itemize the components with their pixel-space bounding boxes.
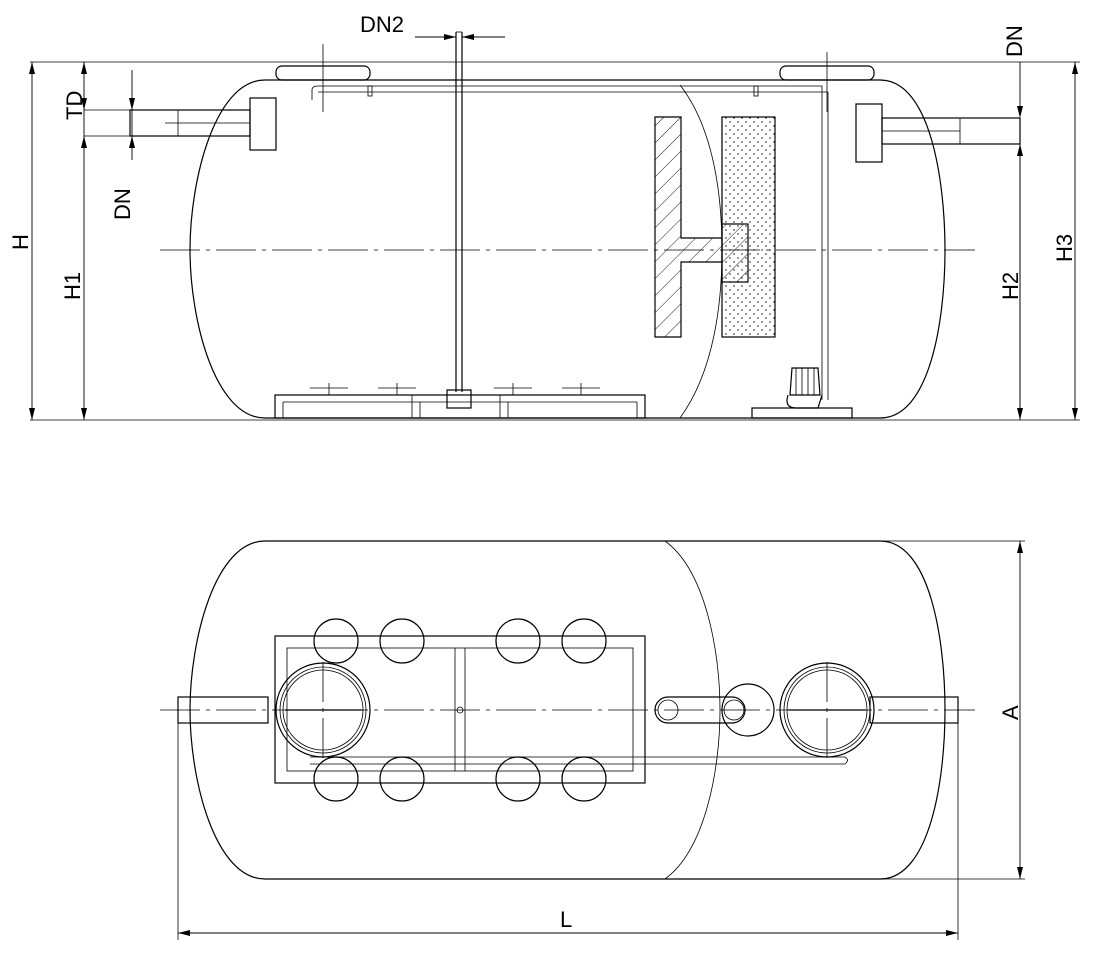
pump: [751, 367, 853, 419]
label-h1: H1: [60, 272, 85, 300]
h1-dimension: [81, 62, 130, 420]
tank-body-side: [189, 79, 946, 419]
return-pipe: [310, 756, 848, 765]
vent-pipe: [311, 85, 823, 400]
h-dimension: [29, 62, 35, 420]
diffuser-frame: [274, 383, 646, 419]
dn2-dimension: [415, 34, 505, 40]
pump-top: [654, 683, 775, 737]
h3-dimension: [1072, 62, 1078, 420]
td-dn-dimension: [81, 62, 135, 160]
label-h3: H3: [1052, 234, 1077, 262]
tank-body-top: [189, 540, 946, 880]
manhole-right-top: [779, 662, 875, 758]
label-dn2: DN2: [360, 12, 404, 37]
label-h: H: [8, 234, 33, 250]
label-dn-left: DN: [110, 188, 135, 220]
aeration-riser: [446, 31, 472, 409]
inlet-pipe: [129, 97, 277, 151]
side-view: DN2 DN H H1: [8, 12, 1080, 421]
manhole-left-top: [275, 662, 371, 758]
outlet-pipe: [855, 103, 1021, 163]
label-td: TD: [62, 91, 87, 120]
label-l: L: [560, 907, 572, 932]
l-dimension: [178, 930, 958, 936]
manhole-left: [275, 44, 371, 112]
label-a: A: [998, 705, 1023, 720]
inlet-pipe-top: [177, 696, 269, 724]
a-dimension: [1017, 541, 1023, 879]
top-view: A L: [160, 540, 1025, 940]
baffle-hatched: [654, 116, 723, 338]
manhole-right: [779, 52, 875, 112]
label-dn-top-right: DN: [1002, 25, 1027, 57]
label-h2: H2: [998, 272, 1023, 300]
